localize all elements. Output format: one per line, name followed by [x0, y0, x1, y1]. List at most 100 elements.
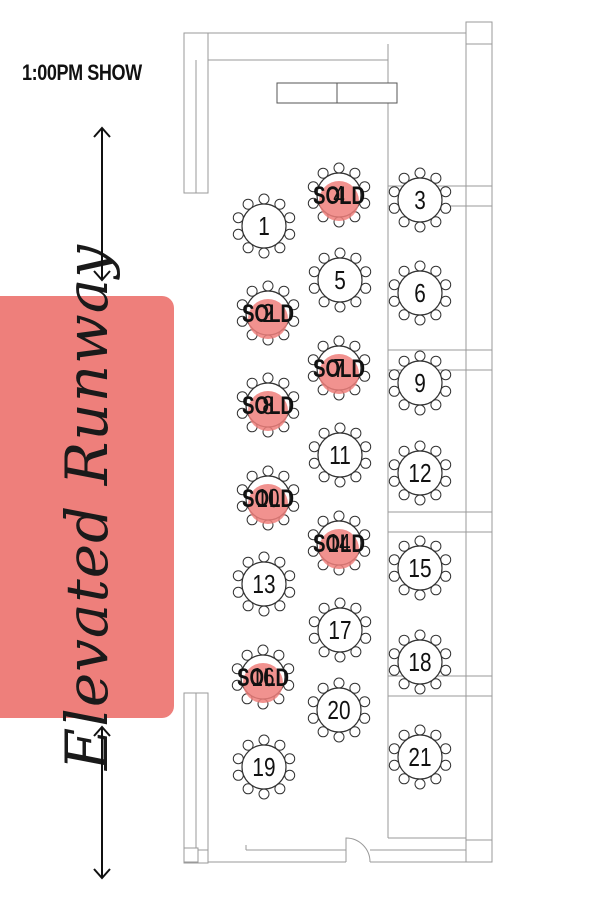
chair-icon	[258, 551, 270, 563]
chair-icon	[388, 475, 400, 487]
table-11[interactable]: 11	[308, 422, 372, 488]
chair-icon	[414, 778, 426, 790]
table-13[interactable]: 13	[232, 551, 296, 617]
chair-icon	[258, 788, 270, 800]
chair-icon	[350, 602, 362, 614]
chair-icon	[359, 696, 371, 708]
table-number: 15	[408, 554, 431, 583]
chair-icon	[333, 677, 345, 689]
chair-icon	[242, 783, 254, 795]
table-number: 17	[328, 616, 351, 645]
table-12[interactable]: 12	[388, 440, 452, 506]
chair-icon	[242, 556, 254, 568]
chair-icon	[414, 683, 426, 695]
sold-label: SOLD	[242, 299, 294, 327]
chair-icon	[440, 279, 452, 291]
chair-icon	[398, 584, 410, 596]
table-18[interactable]: 18	[388, 629, 452, 695]
chair-icon	[318, 427, 330, 439]
table-17[interactable]: 17	[308, 597, 372, 663]
chair-icon	[333, 162, 345, 174]
chair-icon	[317, 726, 329, 738]
chair-icon	[398, 773, 410, 785]
chair-icon	[360, 632, 372, 644]
chair-icon	[318, 471, 330, 483]
chair-icon	[333, 731, 345, 743]
chair-icon	[350, 471, 362, 483]
runway-panel: Elevated Runway	[0, 244, 174, 770]
chair-icon	[242, 600, 254, 612]
chair-icon	[246, 285, 258, 297]
chair-icon	[350, 646, 362, 658]
table-3[interactable]: 3	[388, 167, 452, 233]
chair-icon	[440, 743, 452, 755]
chair-icon	[307, 712, 319, 724]
table-6[interactable]: 6	[388, 260, 452, 326]
chair-icon	[242, 739, 254, 751]
chair-icon	[398, 489, 410, 501]
chair-icon	[317, 167, 329, 179]
table-19[interactable]: 19	[232, 734, 296, 800]
table-number: 1	[258, 212, 270, 241]
chair-icon	[318, 602, 330, 614]
chair-icon	[241, 649, 253, 661]
chair-icon	[308, 632, 320, 644]
table-20[interactable]: 20	[307, 677, 371, 743]
chair-icon	[440, 459, 452, 471]
table-number: 5	[334, 266, 346, 295]
chair-icon	[273, 649, 285, 661]
table-top	[241, 744, 287, 790]
chair-icon	[440, 186, 452, 198]
chair-icon	[440, 295, 452, 307]
chair-icon	[318, 646, 330, 658]
chair-icon	[440, 570, 452, 582]
chair-icon	[388, 186, 400, 198]
chair-icon	[388, 759, 400, 771]
table-number: 2	[262, 299, 274, 328]
chair-icon	[388, 743, 400, 755]
chair-icon	[349, 682, 361, 694]
table-21[interactable]: 21	[388, 724, 452, 790]
chair-icon	[262, 280, 274, 292]
chair-icon	[232, 228, 244, 240]
chair-icon	[284, 753, 296, 765]
table-number: 21	[408, 743, 431, 772]
chair-icon	[430, 584, 442, 596]
table-9[interactable]: 9	[388, 350, 452, 416]
table-15[interactable]: 15	[388, 535, 452, 601]
chair-icon	[430, 540, 442, 552]
sold-highlight	[319, 354, 359, 394]
table-top	[241, 561, 287, 607]
chair-icon	[317, 340, 329, 352]
chair-icon	[349, 167, 361, 179]
chair-icon	[388, 664, 400, 676]
chair-icon	[414, 260, 426, 272]
chair-icon	[308, 266, 320, 278]
chair-icon	[430, 678, 442, 690]
chair-icon	[278, 285, 290, 297]
chair-icon	[360, 441, 372, 453]
chair-icon	[440, 475, 452, 487]
table-1[interactable]: 1	[232, 193, 296, 259]
sold-label: SOLD	[313, 181, 365, 209]
chair-icon	[440, 385, 452, 397]
table-5[interactable]: 5	[308, 247, 372, 313]
chair-icon	[232, 586, 244, 598]
chair-icon	[430, 265, 442, 277]
chair-icon	[334, 476, 346, 488]
chair-icon	[232, 753, 244, 765]
chair-icon	[414, 350, 426, 362]
chair-icon	[398, 634, 410, 646]
chair-icon	[350, 296, 362, 308]
chair-icon	[274, 783, 286, 795]
table-number: 16	[251, 663, 274, 692]
